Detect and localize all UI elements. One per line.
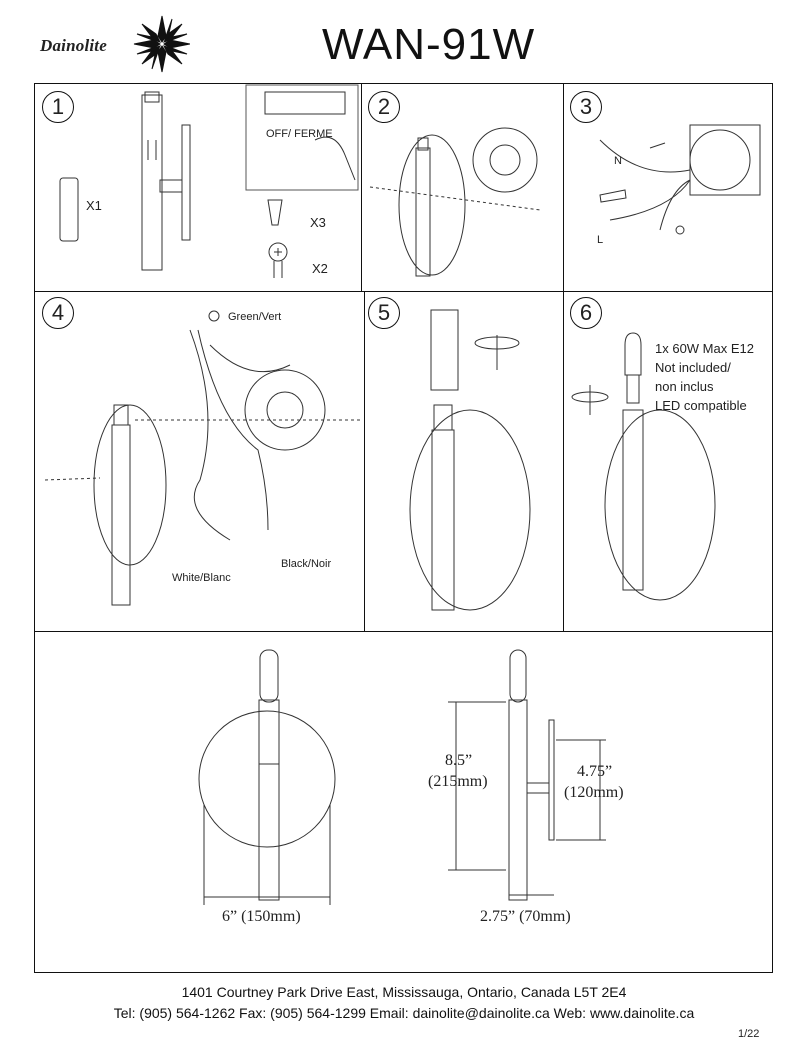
height-dimension-mm: (215mm)	[428, 773, 488, 790]
step-2-number: 2	[368, 91, 400, 123]
tube-quantity-label: X1	[86, 198, 102, 213]
step-3-illustration	[600, 125, 760, 234]
width-dimension: 6” (150mm)	[222, 908, 301, 925]
black-wire-label: Black/Noir	[281, 558, 332, 570]
step-4-illustration	[45, 311, 360, 605]
step-2-illustration	[370, 128, 540, 276]
divider-col1-row1	[361, 83, 363, 291]
instruction-frame	[34, 83, 773, 973]
starburst-icon	[40, 14, 190, 74]
white-wire-label: White/Blanc	[172, 572, 231, 584]
divider-row2	[34, 631, 773, 633]
neutral-wire-label: N	[614, 155, 622, 167]
step-6-number: 6	[570, 297, 602, 329]
switch-off-label: OFF/ FERME	[266, 128, 333, 140]
product-title: WAN-91W	[322, 20, 536, 69]
screw-quantity-label: X2	[312, 261, 328, 276]
footer-address: 1401 Courtney Park Drive East, Mississau…	[181, 984, 627, 1000]
bulb-spec-line: non inclus	[655, 379, 714, 394]
bulb-spec-line: Not included/	[655, 360, 731, 375]
page-number: 1/22	[738, 1028, 760, 1040]
bulb-spec: 1x 60W Max E12 Not included/ non inclus …	[655, 339, 754, 415]
step-1-parts-illustration	[60, 85, 358, 278]
brand-logo	[40, 14, 190, 74]
live-wire-label: L	[597, 234, 604, 246]
bulb-spec-line: LED compatible	[655, 398, 747, 413]
backplate-dimension-mm: (120mm)	[564, 784, 624, 801]
brand-name: Dainolite	[40, 36, 107, 55]
divider-col1-row2	[364, 291, 366, 631]
backplate-dimension-in: 4.75”	[577, 763, 613, 780]
front-view-drawing	[199, 650, 335, 905]
divider-col2	[563, 83, 565, 631]
divider-row1	[34, 291, 773, 293]
step-5-number: 5	[368, 297, 400, 329]
step-6-illustration	[572, 333, 715, 600]
ground-wire-label: Green/Vert	[228, 311, 282, 323]
step-1-number: 1	[42, 91, 74, 123]
height-dimension-in: 8.5”	[445, 752, 473, 769]
side-view-drawing	[448, 650, 606, 900]
step-5-illustration	[410, 310, 530, 610]
depth-dimension: 2.75” (70mm)	[480, 908, 571, 925]
bulb-spec-line: 1x 60W Max E12	[655, 341, 754, 356]
step-3-number: 3	[570, 91, 602, 123]
footer-contact: Tel: (905) 564-1262 Fax: (905) 564-1299 …	[113, 1005, 695, 1021]
step-4-number: 4	[42, 297, 74, 329]
connector-quantity-label: X3	[310, 215, 326, 230]
